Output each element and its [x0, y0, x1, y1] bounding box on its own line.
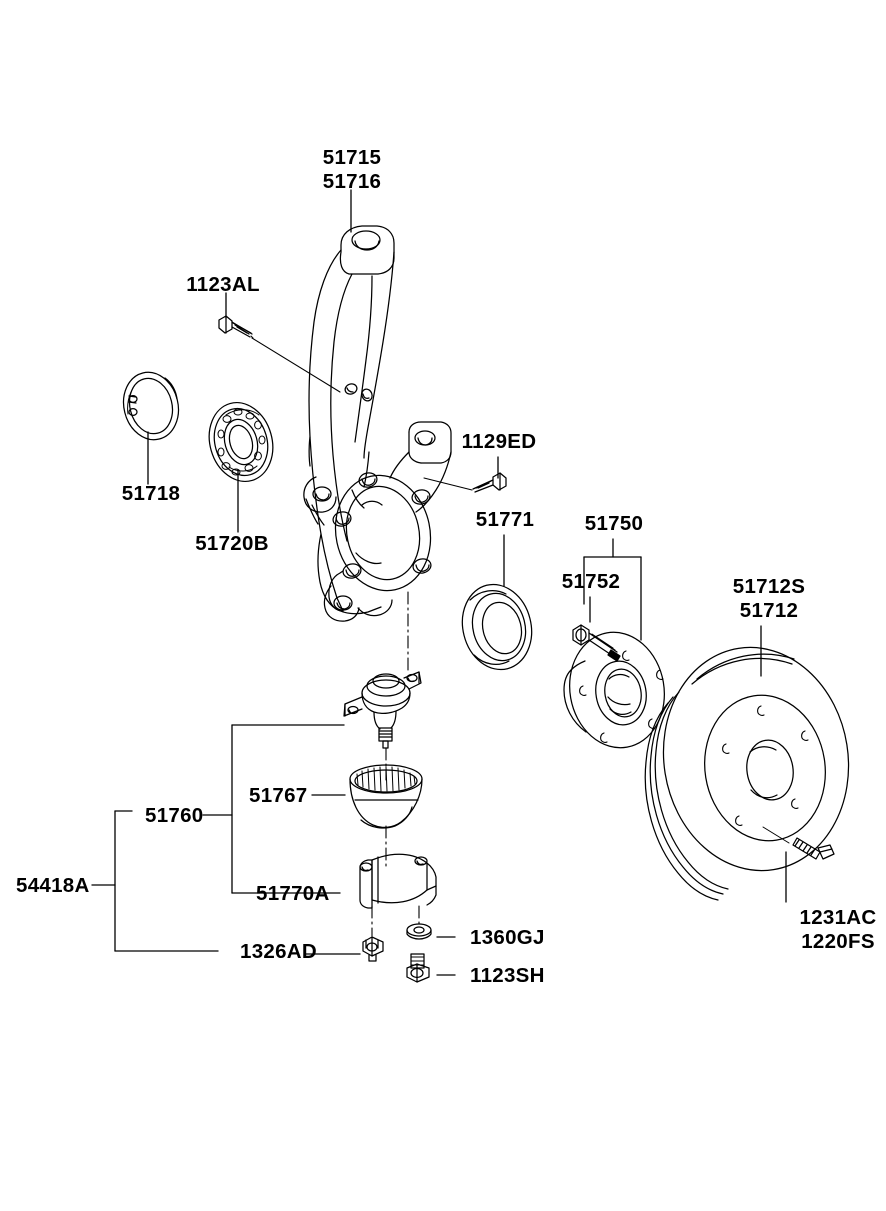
bolt-1123sh-part	[406, 953, 430, 983]
bolt-1123al-part	[218, 315, 341, 393]
part-label-51770A: 51770A	[256, 882, 330, 905]
part-label-51760: 51760	[145, 804, 204, 827]
part-label-1123AL: 1123AL	[186, 273, 260, 296]
part-label-51750: 51750	[584, 512, 644, 535]
part-label-1129ED: 1129ED	[461, 430, 537, 453]
part-label-51718: 51718	[121, 482, 181, 505]
castle-nut-part	[362, 936, 384, 962]
part-label-51715: 51715	[322, 146, 382, 169]
part-label-51720B: 51720B	[195, 532, 269, 555]
part-label-1220FS: 1220FS	[801, 930, 875, 953]
part-label-54418A: 54418A	[16, 874, 90, 897]
brake-disc-part	[644, 646, 850, 901]
part-label-1231AC: 1231AC	[799, 906, 877, 929]
hub-flange	[332, 472, 432, 592]
part-label-51712S: 51712S	[732, 575, 806, 598]
part-label-51752: 51752	[561, 570, 621, 593]
steering-knuckle	[303, 225, 452, 622]
ball-joint-body-part	[343, 671, 422, 749]
wheel-hub-part	[563, 631, 665, 749]
snap-ring-part	[122, 371, 180, 441]
part-label-51771: 51771	[475, 508, 535, 531]
part-label-1360GJ: 1360GJ	[470, 926, 545, 949]
ball-joint-bracket-part	[359, 853, 437, 909]
washer-part	[406, 923, 432, 940]
oil-seal-part	[461, 583, 533, 671]
part-label-1123SH: 1123SH	[470, 964, 545, 987]
part-label-51712: 51712	[739, 599, 799, 622]
bolt-1129ed-part	[423, 472, 507, 493]
wheel-bearing-part	[208, 401, 274, 483]
bracket-51750	[583, 538, 642, 641]
disc-retaining-screw-part	[762, 826, 835, 860]
stud-bolt-part	[572, 624, 621, 662]
part-label-51716: 51716	[322, 170, 382, 193]
bracket-54418a	[91, 724, 456, 976]
part-label-1326AD: 1326AD	[240, 940, 318, 963]
assembly-center-lines	[371, 591, 420, 937]
part-label-51767: 51767	[249, 784, 308, 807]
